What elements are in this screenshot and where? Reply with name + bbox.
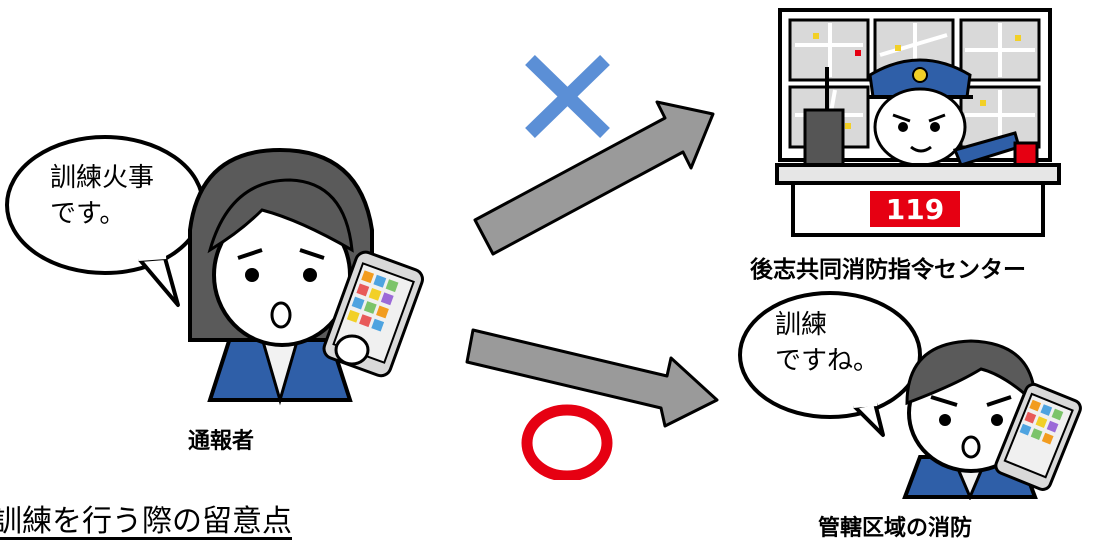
reporter-group: 訓練火事 です。: [0, 110, 440, 470]
local-fire-illustration: [738, 291, 1082, 500]
reporter-illustration: [5, 135, 424, 406]
reporter-speech-text: 訓練火事 です。: [50, 163, 155, 229]
local-fire-speech-text: 訓練 ですね。: [775, 310, 880, 376]
wrong-mark: [525, 54, 610, 139]
dispatch-center-illustration: 119: [775, 8, 1061, 237]
dispatch-center-label: 後志共同消防指令センター: [750, 257, 1026, 283]
correct-mark: [521, 404, 613, 480]
lower-arrow: [465, 328, 719, 428]
local-fire-speech-bubble: [738, 291, 922, 437]
local-fire-label: 管轄区域の消防: [818, 516, 973, 541]
arrows-layer: [465, 54, 719, 480]
panel-number: 119: [886, 193, 944, 226]
page-heading: 訓練を行う際の留意点: [0, 504, 292, 539]
local-fire-person: [902, 339, 1082, 500]
local-fire-group: 訓練 ですね。: [735, 285, 1095, 505]
reporter-label: 通報者: [188, 429, 255, 454]
upper-arrow: [473, 100, 715, 256]
reporter-person: [188, 147, 424, 406]
